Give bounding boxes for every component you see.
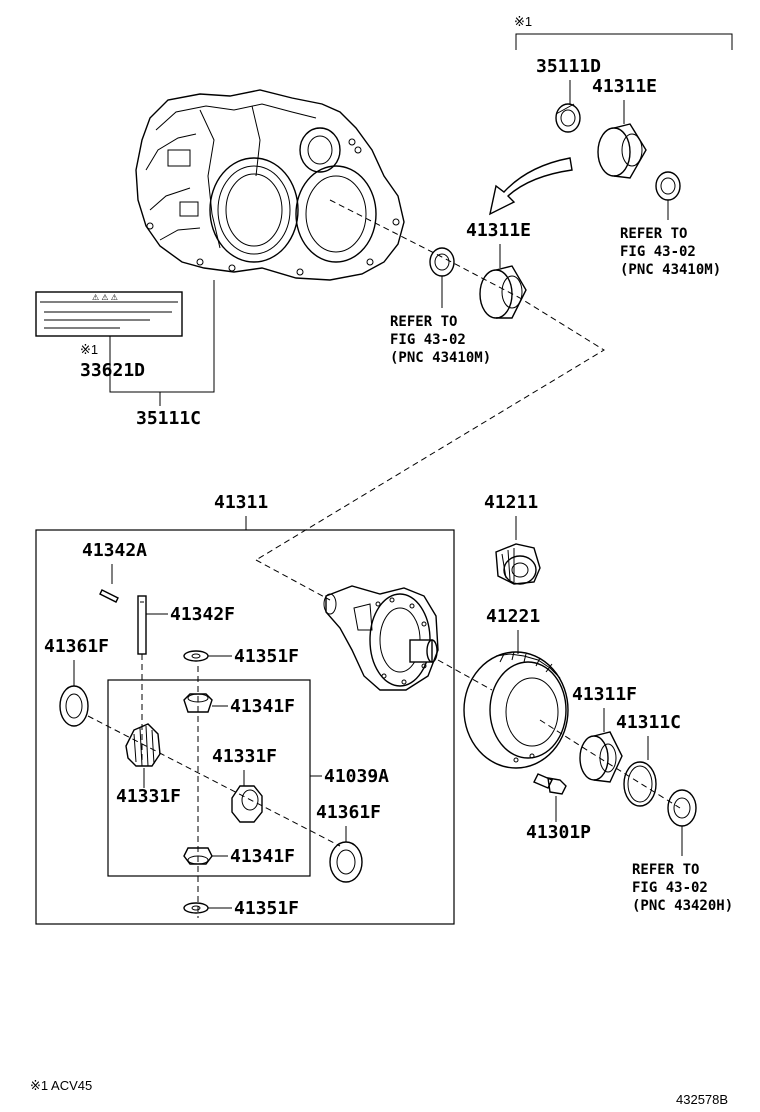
part-41351F-top-label[interactable]: 41351F [234, 646, 299, 667]
oil-seal-bottom-ref[interactable] [667, 789, 697, 827]
side-gear-41331F-left[interactable] [125, 723, 161, 767]
caution-label-plate[interactable]: ⚠ ⚠ ⚠ [35, 291, 183, 337]
washer-41361F-right[interactable] [329, 841, 363, 883]
oil-seal-top-ref[interactable] [655, 171, 681, 201]
ref-top-line2: FIG 43-02 [620, 244, 696, 260]
side-gear-41331F-right[interactable] [231, 785, 263, 823]
bearing-41311F[interactable] [579, 731, 623, 783]
ref-bottom-line1: REFER TO [632, 862, 699, 878]
variant-mark-33621D: ※1 [80, 342, 98, 357]
bearing-41311E-top[interactable] [597, 123, 647, 179]
part-41342A-label[interactable]: 41342A [82, 540, 147, 561]
pinion-set-box [107, 679, 311, 877]
part-41341F-top-label[interactable]: 41341F [230, 696, 295, 717]
washer-41351F-bottom[interactable] [183, 902, 209, 914]
ring-gear-41221[interactable] [463, 651, 569, 769]
bearing-41311E-mid[interactable] [479, 265, 527, 319]
oil-seal-35111D[interactable] [555, 103, 581, 133]
part-41361F-left-label[interactable]: 41361F [44, 636, 109, 657]
part-41361F-right-label[interactable]: 41361F [316, 802, 381, 823]
ref-top-line3: (PNC 43410M) [620, 262, 721, 278]
part-41311E-top-label[interactable]: 41311E [592, 76, 657, 97]
transaxle-case[interactable] [135, 89, 405, 281]
illustration-id: 432578B [676, 1092, 728, 1107]
part-41221-label[interactable]: 41221 [486, 606, 540, 627]
variant-mark-top: ※1 [514, 14, 532, 29]
part-41311E-mid-label[interactable]: 41311E [466, 220, 531, 241]
part-41211-label[interactable]: 41211 [484, 492, 538, 513]
ref-bottom-line2: FIG 43-02 [632, 880, 708, 896]
differential-case[interactable] [323, 585, 439, 691]
ref-bottom-line3: (PNC 43420H) [632, 898, 733, 914]
shim-41311C[interactable] [623, 761, 657, 807]
part-41311C-label[interactable]: 41311C [616, 712, 681, 733]
part-41311-label[interactable]: 41311 [214, 492, 268, 513]
ref-mid-line3: (PNC 43410M) [390, 350, 491, 366]
bearing-41211[interactable] [495, 543, 541, 585]
part-41039A-label[interactable]: 41039A [324, 766, 389, 787]
washer-41351F-top[interactable] [183, 650, 209, 662]
ref-mid-line1: REFER TO [390, 314, 457, 330]
pinion-gear-41341F-top[interactable] [183, 693, 213, 713]
shaft-41342F[interactable] [137, 595, 147, 655]
ref-top-line1: REFER TO [620, 226, 687, 242]
part-33621D-label[interactable]: 33621D [80, 360, 145, 381]
part-41342F-label[interactable]: 41342F [170, 604, 235, 625]
washer-41361F-left[interactable] [59, 685, 89, 727]
part-41301P-label[interactable]: 41301P [526, 822, 591, 843]
pin-41342A[interactable] [99, 589, 119, 603]
ref-mid-line2: FIG 43-02 [390, 332, 466, 348]
part-41331F-right-label[interactable]: 41331F [212, 746, 277, 767]
substitution-arrow [489, 157, 573, 216]
variant-legend: ※1 ACV45 [30, 1078, 92, 1093]
part-35111D-label[interactable]: 35111D [536, 56, 601, 77]
part-41341F-bottom-label[interactable]: 41341F [230, 846, 295, 867]
part-35111C-label[interactable]: 35111C [136, 408, 201, 429]
part-41331F-left-label[interactable]: 41331F [116, 786, 181, 807]
part-41351F-bottom-label[interactable]: 41351F [234, 898, 299, 919]
differential-assembly-box [35, 529, 455, 925]
variant-bracket-top: ※1 [514, 14, 733, 50]
part-41311F-label[interactable]: 41311F [572, 684, 637, 705]
bolt-41301P[interactable] [533, 773, 567, 795]
label-plate-text: ⚠ ⚠ ⚠ [92, 293, 118, 302]
